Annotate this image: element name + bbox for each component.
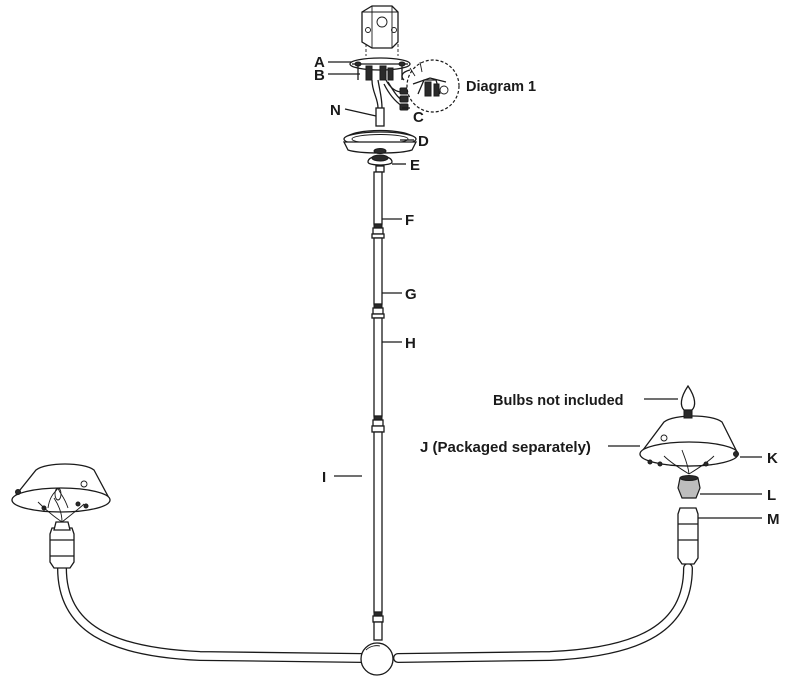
label-f: F: [405, 212, 414, 229]
stem-rod-f: [371, 171, 385, 239]
diagram-1-detail: [401, 59, 460, 113]
label-c: C: [413, 109, 424, 126]
label-l: L: [767, 487, 776, 504]
leader-lines: [328, 61, 762, 519]
label-a: A: [314, 54, 325, 71]
stem-rod-g: [371, 237, 385, 319]
diagram-1-caption: Diagram 1: [466, 79, 536, 95]
label-m: M: [767, 511, 780, 528]
candelabra-bulb-icon: [680, 384, 696, 419]
wire-connectors: [399, 87, 409, 111]
part-labels: A B C N D E F G H I J (Packaged separate…: [314, 54, 780, 528]
chandelier-arm: [57, 563, 693, 663]
label-e: E: [410, 157, 420, 174]
label-k: K: [767, 450, 778, 467]
label-j: J (Packaged separately): [420, 439, 591, 456]
right-socket-cover: [677, 507, 699, 565]
label-h: H: [405, 335, 416, 352]
left-shade: [11, 463, 111, 523]
junction-box: [361, 5, 399, 56]
label-g: G: [405, 286, 417, 303]
canopy: [342, 129, 418, 154]
canopy-collar: [367, 154, 393, 173]
bulbs-note: Bulbs not included: [493, 393, 624, 409]
left-arm-socket: [49, 521, 75, 569]
label-b: B: [314, 67, 325, 84]
right-shade: [639, 415, 739, 475]
label-n: N: [330, 102, 341, 119]
stem-rod-i: [372, 431, 384, 641]
wires: [371, 79, 403, 109]
label-d: D: [418, 133, 429, 150]
label-i: I: [322, 469, 326, 486]
right-candle-cup: [677, 475, 701, 499]
threaded-nipple: [375, 107, 385, 127]
center-hub-ball: [360, 642, 394, 676]
mounting-screws: [357, 65, 403, 81]
stem-rod-h: [371, 317, 385, 433]
